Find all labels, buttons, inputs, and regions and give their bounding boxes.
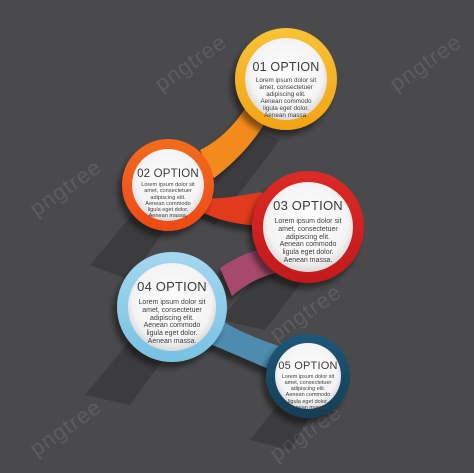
option-1-node	[235, 28, 337, 130]
option-3-label: 03 OPTION Lorem ipsum dolor sit amet, co…	[268, 198, 348, 265]
option-3-title: 03 OPTION	[273, 198, 343, 213]
option-4-label: 04 OPTION Lorem ipsum dolor sit amet, co…	[132, 279, 212, 346]
option-5-body: Lorem ipsum dolor sit amet, consectetuer…	[281, 374, 335, 411]
connector-4-5	[210, 318, 284, 372]
option-5-title: 05 OPTION	[278, 360, 338, 372]
connector-1-2	[200, 104, 268, 178]
option-5-node	[266, 334, 350, 418]
connector-2-3	[198, 192, 270, 226]
option-2-title: 02 OPTION	[137, 168, 199, 180]
option-5-label: 05 OPTION Lorem ipsum dolor sit amet, co…	[278, 360, 338, 411]
option-2-label: 02 OPTION Lorem ipsum dolor sit amet, co…	[136, 168, 200, 220]
option-1-body: Lorem ipsum dolor sit amet, consectetuer…	[255, 77, 317, 120]
option-4-node	[117, 252, 227, 362]
option-2-body: Lorem ipsum dolor sit amet, consectetuer…	[141, 182, 195, 220]
option-4-title: 04 OPTION	[137, 279, 207, 294]
option-1-title: 01 OPTION	[252, 60, 320, 74]
option-3-body: Lorem ipsum dolor sit amet, consectetuer…	[274, 218, 342, 265]
option-3-node	[252, 171, 364, 283]
option-4-body: Lorem ipsum dolor sit amet, consectetuer…	[138, 299, 206, 346]
option-2-node	[122, 139, 214, 231]
option-1-label: 01 OPTION Lorem ipsum dolor sit amet, co…	[246, 60, 326, 119]
